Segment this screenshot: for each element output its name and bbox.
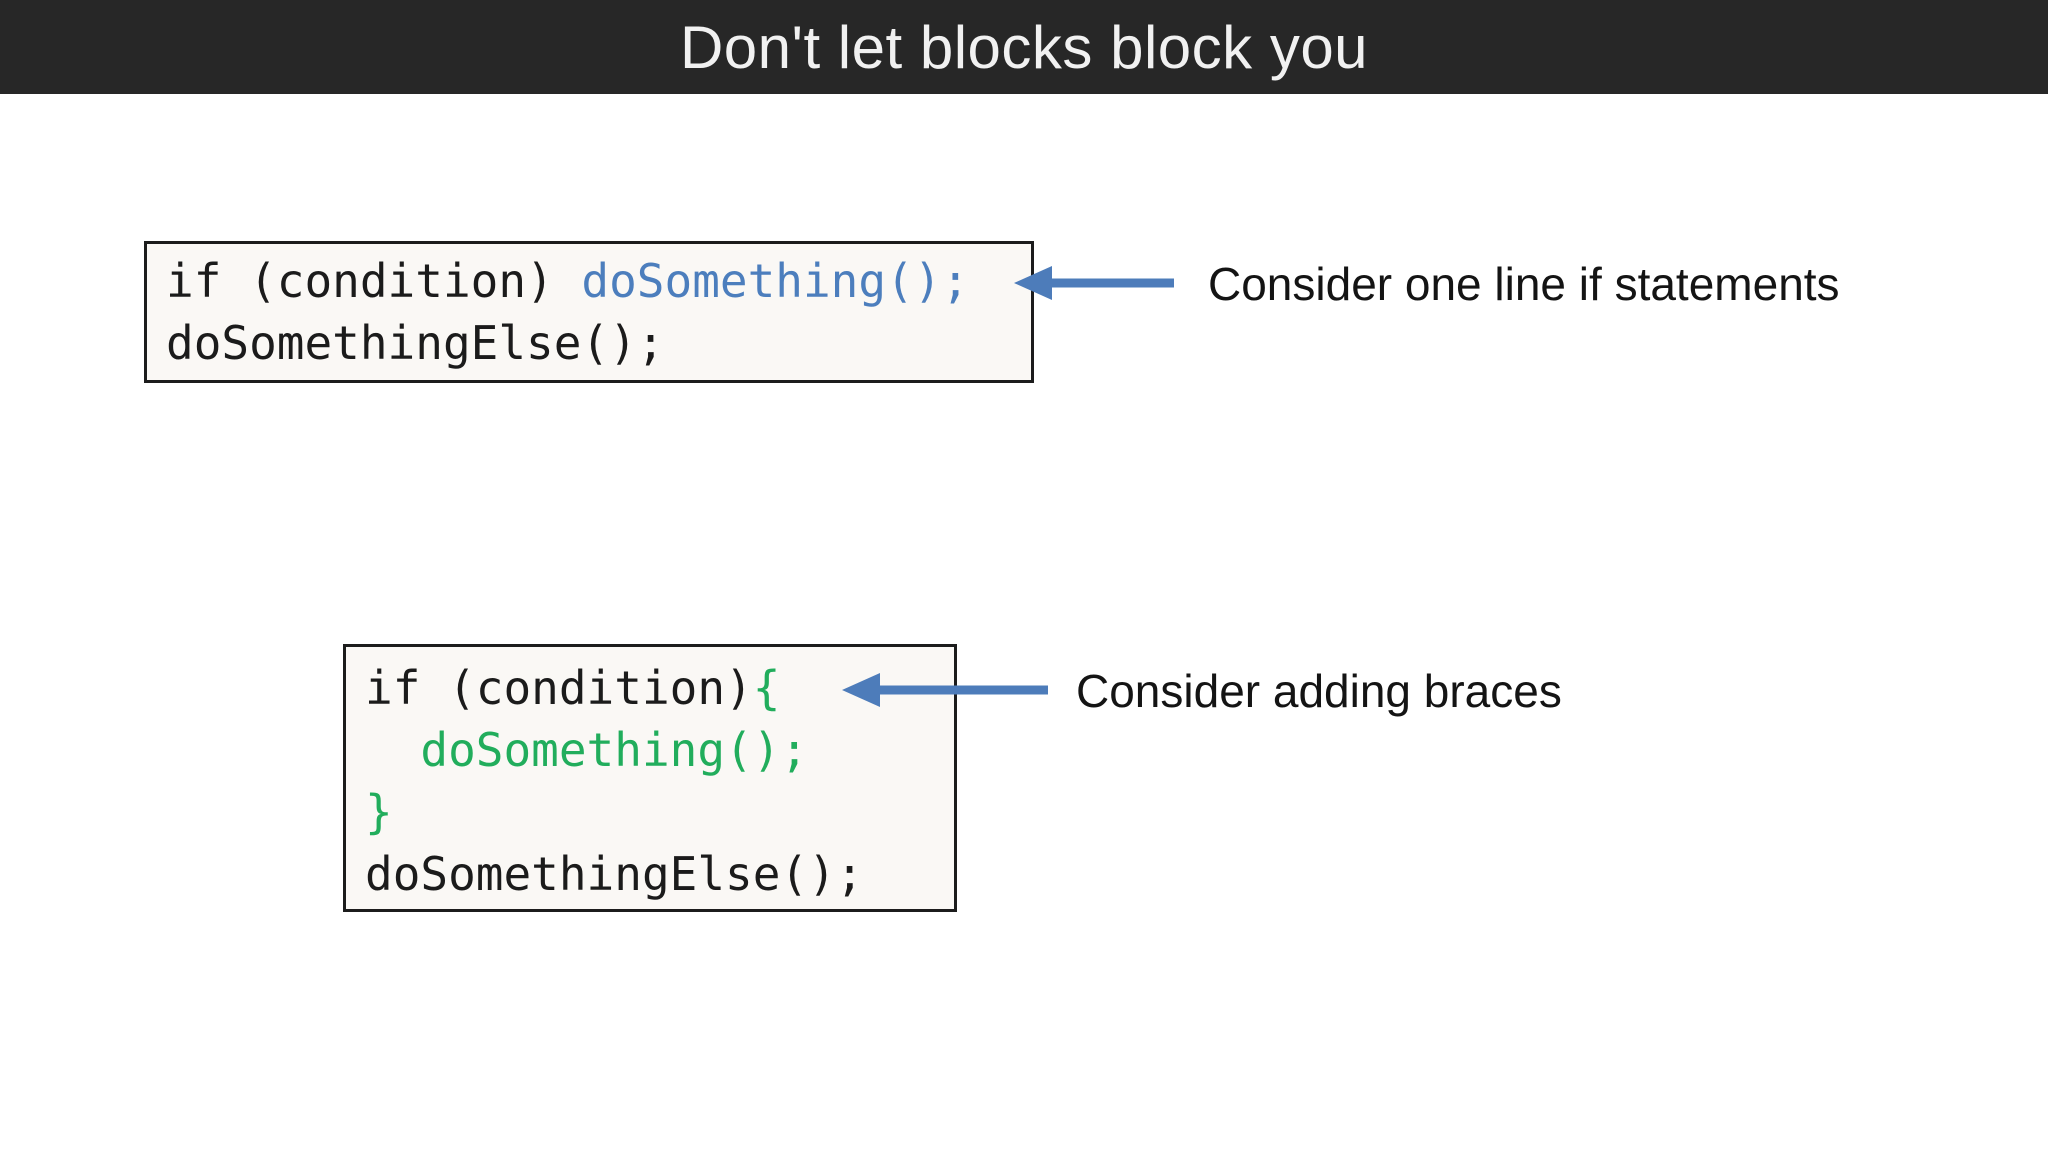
slide-title-bar: Don't let blocks block you [0, 0, 2048, 94]
annotation-adding-braces: Consider adding braces [1076, 665, 1562, 717]
code-segment: doSomething(); [581, 254, 970, 308]
code-segment: doSomethingElse(); [166, 316, 665, 370]
code-line: doSomethingElse(); [166, 312, 1012, 374]
code-line: if (condition){ [365, 657, 935, 719]
code-line: doSomething(); [365, 719, 935, 781]
code-segment: if (condition) [166, 254, 582, 308]
code-block-one-line-if: if (condition) doSomething();doSomething… [144, 241, 1034, 383]
page-title: Don't let blocks block you [679, 13, 1369, 81]
arrow-left-icon [842, 673, 1048, 707]
code-segment: doSomething(); [365, 723, 809, 777]
code-line: doSomethingElse(); [365, 843, 935, 905]
code-line: } [365, 781, 935, 843]
code-segment: if (condition) [365, 661, 753, 715]
code-line: if (condition) doSomething(); [166, 250, 1012, 312]
arrow-left-icon [1014, 266, 1174, 300]
code-segment: } [365, 785, 393, 839]
code-segment: doSomethingElse(); [365, 847, 864, 901]
annotation-one-line-if: Consider one line if statements [1208, 258, 1840, 310]
code-segment: { [752, 661, 781, 715]
